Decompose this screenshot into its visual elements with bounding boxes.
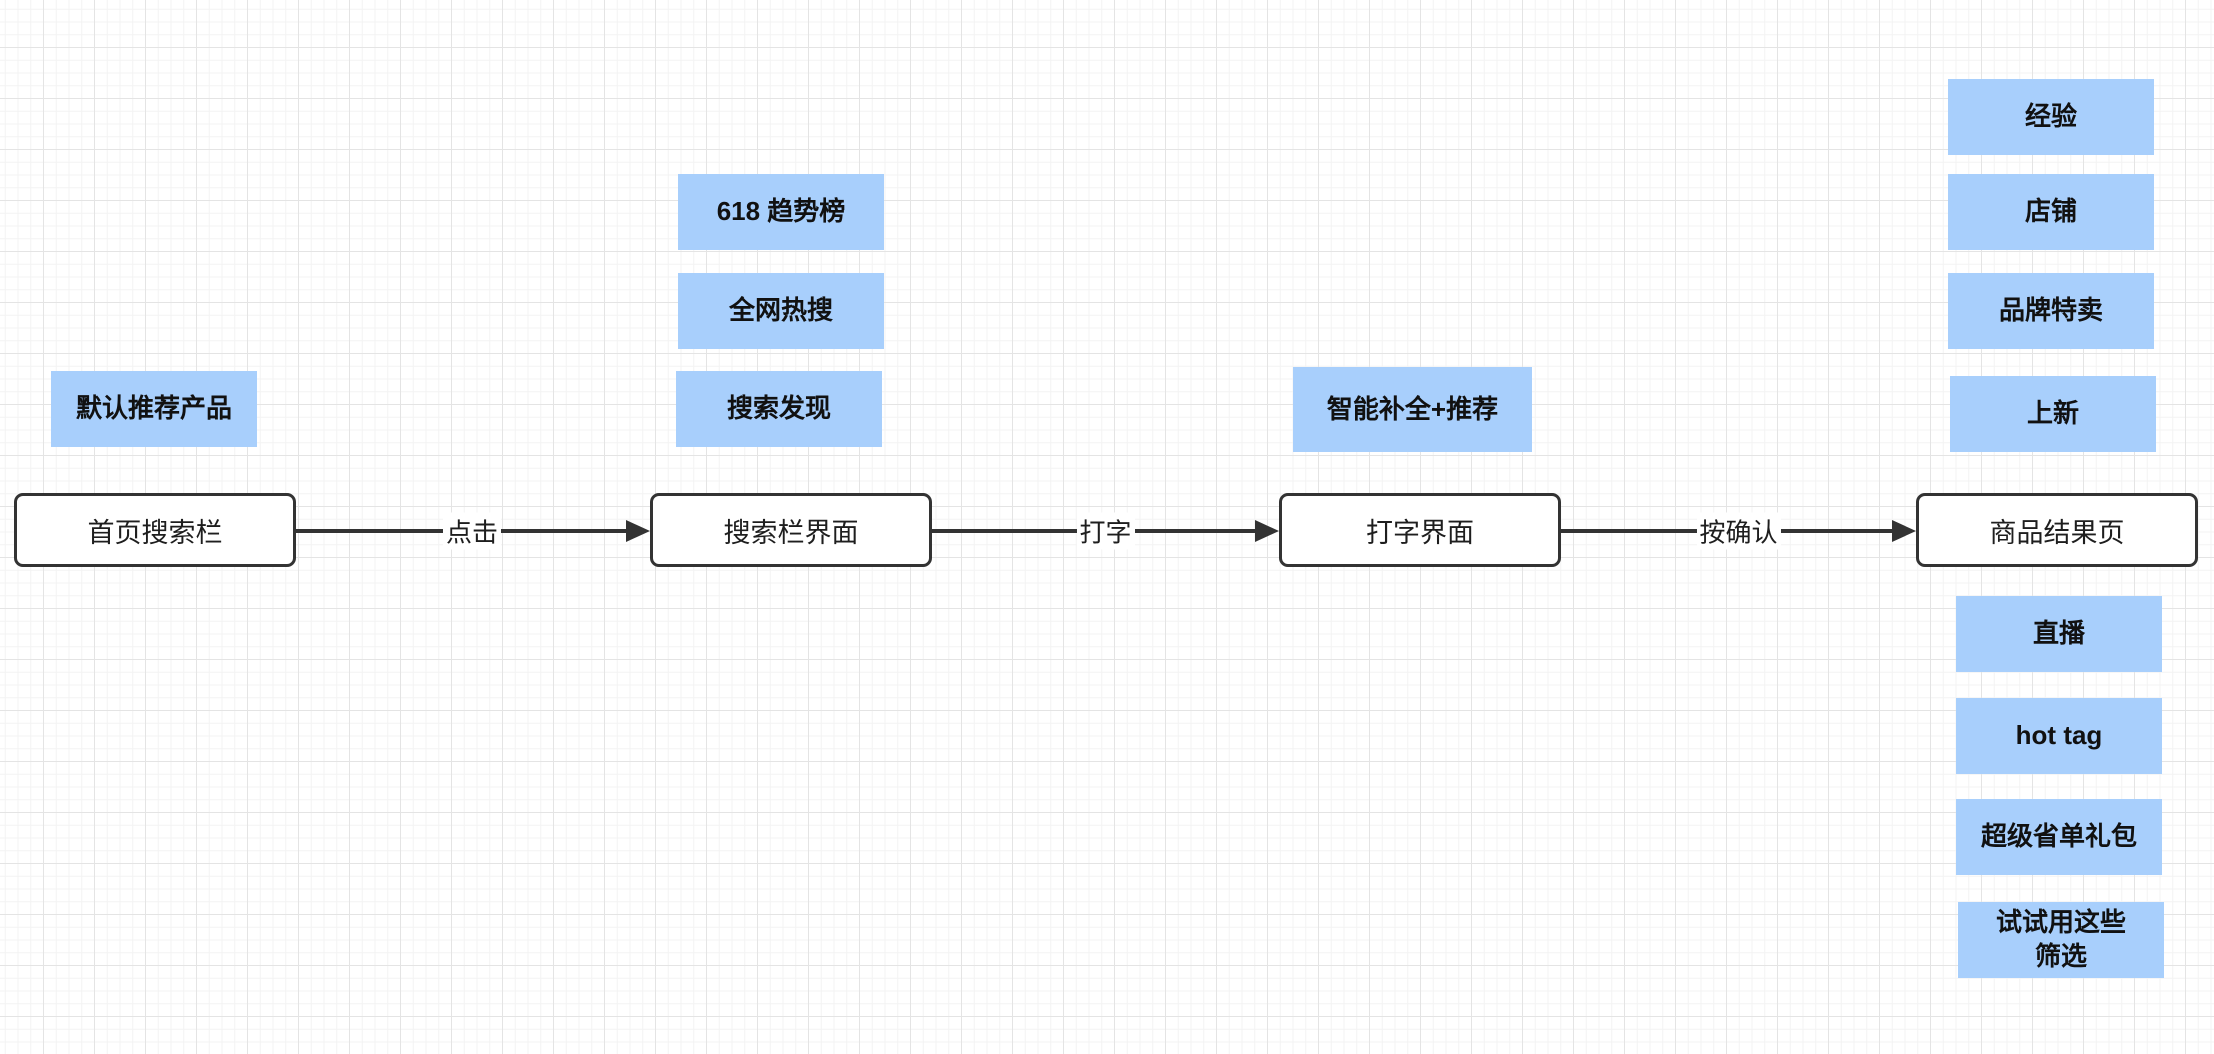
note-label: 智能补全+推荐 — [1326, 393, 1499, 424]
edge-label: 打字 — [1076, 512, 1135, 550]
note-label: 全网热搜 — [728, 295, 833, 326]
note-hot-searches[interactable]: 全网热搜 — [678, 273, 884, 349]
note-label: 店铺 — [2024, 196, 2077, 227]
note-label: 试试用这些 筛选 — [1995, 907, 2126, 971]
node-homepage-search-bar[interactable]: 首页搜索栏 — [14, 493, 296, 567]
node-label: 商品结果页 — [1989, 517, 2125, 548]
note-try-filters[interactable]: 试试用这些 筛选 — [1958, 902, 2164, 978]
note-label: 经验 — [2024, 101, 2077, 132]
note-shops[interactable]: 店铺 — [1948, 174, 2154, 250]
note-label: 上新 — [2026, 398, 2079, 429]
note-label: 默认推荐产品 — [75, 393, 232, 424]
node-label: 搜索栏界面 — [723, 517, 859, 548]
note-experience[interactable]: 经验 — [1948, 79, 2154, 155]
node-label: 打字界面 — [1366, 517, 1474, 548]
note-live-stream[interactable]: 直播 — [1956, 596, 2162, 672]
note-label: 618 趋势榜 — [716, 196, 846, 227]
note-search-discovery[interactable]: 搜索发现 — [676, 371, 882, 447]
note-label: 品牌特卖 — [1998, 295, 2103, 326]
note-label: 搜索发现 — [726, 393, 831, 424]
note-hot-tag[interactable]: hot tag — [1956, 698, 2162, 774]
note-label: 直播 — [2032, 618, 2085, 649]
edge-arrow-click[interactable]: 点击 — [294, 512, 650, 550]
note-618-trending[interactable]: 618 趋势榜 — [678, 174, 884, 250]
node-search-bar-page[interactable]: 搜索栏界面 — [650, 493, 932, 567]
note-brand-sale[interactable]: 品牌特卖 — [1948, 273, 2154, 349]
edge-arrow-confirm[interactable]: 按确认 — [1561, 512, 1916, 550]
edge-arrow-typing[interactable]: 打字 — [932, 512, 1279, 550]
note-new-arrivals[interactable]: 上新 — [1950, 376, 2156, 452]
note-super-saver-pack[interactable]: 超级省单礼包 — [1956, 799, 2162, 875]
node-label: 首页搜索栏 — [87, 517, 223, 548]
note-default-recommendations[interactable]: 默认推荐产品 — [51, 371, 257, 447]
note-label: 超级省单礼包 — [1980, 821, 2137, 852]
edge-label: 点击 — [442, 512, 502, 550]
edge-label: 按确认 — [1696, 512, 1781, 550]
note-label: hot tag — [2015, 720, 2103, 751]
node-product-results-page[interactable]: 商品结果页 — [1916, 493, 2198, 567]
note-autocomplete-recommend[interactable]: 智能补全+推荐 — [1293, 367, 1532, 452]
node-typing-page[interactable]: 打字界面 — [1279, 493, 1561, 567]
